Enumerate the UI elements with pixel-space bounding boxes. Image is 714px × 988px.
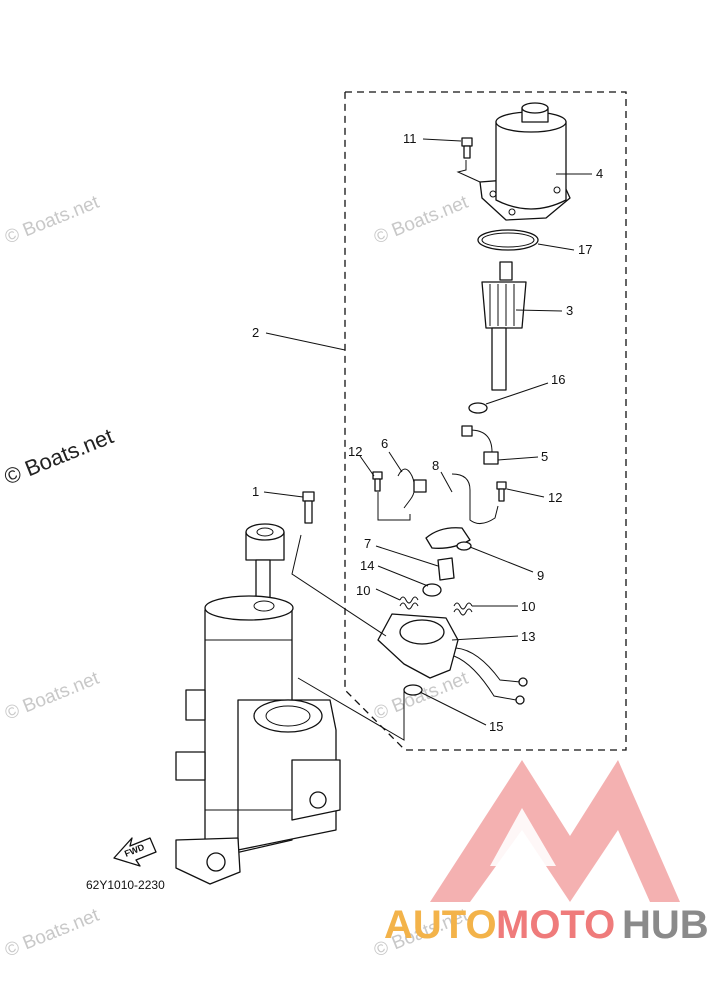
watermark-text: © Boats.net	[2, 668, 103, 725]
callout-8: 8	[432, 458, 439, 473]
watermark-text-main: © Boats.net	[1, 423, 117, 489]
callout-14: 14	[360, 558, 374, 573]
callout-11: 11	[403, 131, 417, 146]
callout-10-left: 10	[356, 583, 370, 598]
end-cap-part-13	[377, 613, 528, 705]
callout-12-right: 12	[548, 490, 562, 505]
callout-15: 15	[489, 719, 503, 734]
bolt-part-1	[302, 491, 315, 524]
callout-4: 4	[596, 166, 603, 181]
logo-hub: HUB	[622, 903, 709, 947]
callout-16: 16	[551, 372, 565, 387]
callout-3: 3	[566, 303, 573, 318]
screw-part-11	[461, 137, 473, 159]
brush-holder-part-7	[437, 557, 455, 581]
watermark-text: © Boats.net	[371, 668, 472, 725]
watermark-text: © Boats.net	[2, 905, 103, 962]
screw-part-12-right	[496, 481, 507, 502]
screw-part-12-left	[372, 471, 383, 492]
callout-5: 5	[541, 449, 548, 464]
assembly-boundary	[344, 91, 627, 751]
trim-cylinder	[175, 523, 341, 885]
watermark-text: © Boats.net	[371, 192, 472, 249]
motor-part-4	[479, 102, 571, 221]
drawing-code: 62Y1010-2230	[86, 878, 165, 892]
bushing-part-14	[422, 583, 442, 597]
fwd-arrow-icon: FWD	[113, 837, 157, 867]
o-ring-part-17	[477, 229, 539, 251]
callout-1: 1	[252, 484, 259, 499]
callout-17: 17	[578, 242, 592, 257]
callout-6: 6	[381, 436, 388, 451]
brush-holder-part-8	[451, 473, 499, 524]
armature-part-3	[481, 261, 527, 391]
brush-spring-part-6	[397, 468, 427, 509]
callout-9: 9	[537, 568, 544, 583]
watermark-text: © Boats.net	[2, 192, 103, 249]
spring-part-10-right	[453, 602, 473, 616]
callout-10-right: 10	[521, 599, 535, 614]
callout-7: 7	[364, 536, 371, 551]
callout-2: 2	[252, 325, 259, 340]
automotohub-logo: AUTO MOTO HUB	[384, 760, 709, 947]
brush-plate-part-9	[425, 527, 472, 551]
logo-auto: AUTO	[384, 903, 497, 947]
brush-lead-part-5	[461, 425, 499, 465]
logo-moto: MOTO	[496, 903, 615, 947]
seal-part-15	[403, 684, 423, 696]
washer-part-16	[468, 402, 488, 414]
callout-12-left: 12	[348, 444, 362, 459]
callout-13: 13	[521, 629, 535, 644]
spring-part-10-left	[399, 596, 419, 610]
